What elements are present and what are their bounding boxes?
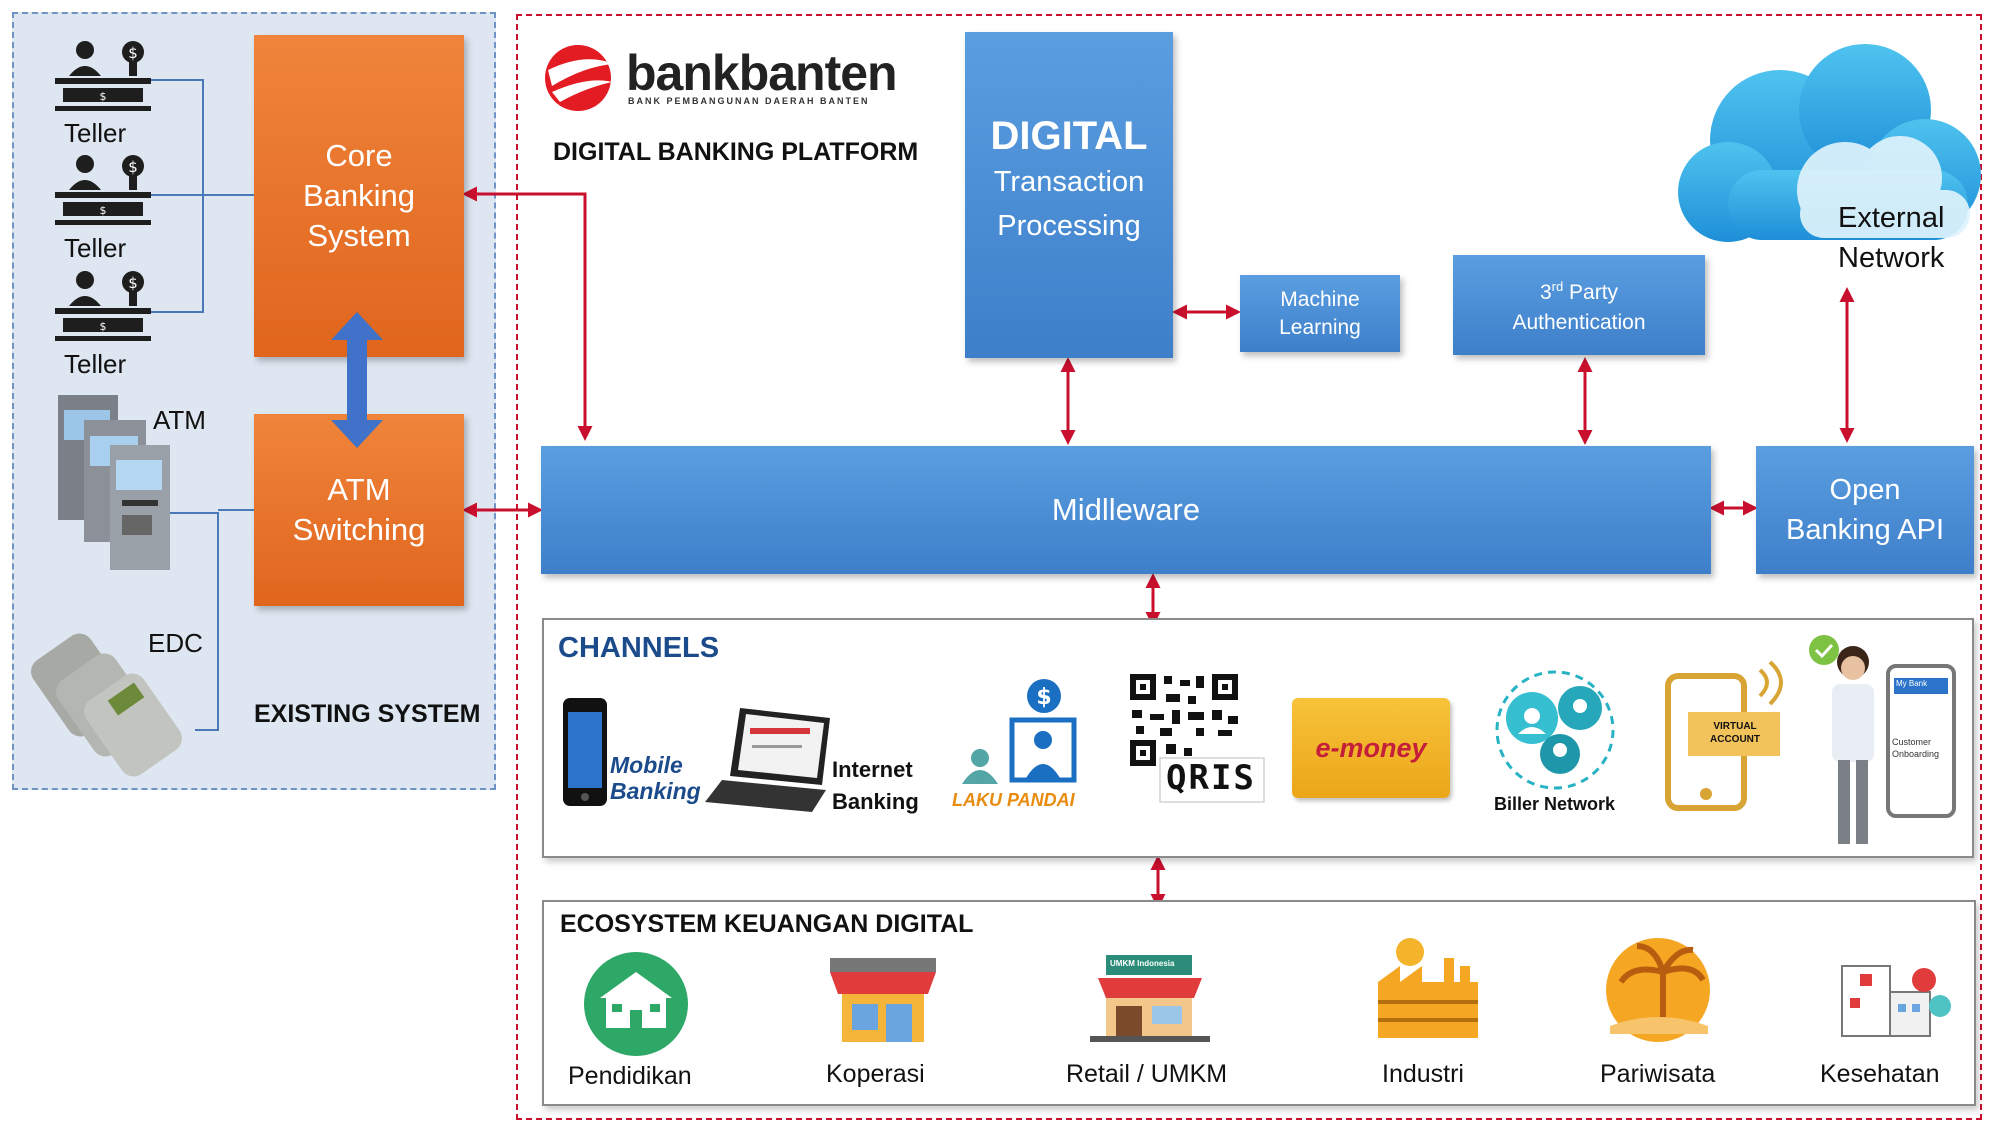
digital-tp-subtitle: Transaction Processing [993,166,1145,242]
eco-label-pariwisata: Pariwisata [1600,1060,1716,1088]
auth-sup: rd [1551,279,1564,294]
qris-label: QRIS [1166,758,1256,798]
external-network-label: External Network [1838,202,1945,274]
eco-label-koperasi: Koperasi [826,1060,925,1088]
channels-title: CHANNELS [558,632,720,664]
eco-label-industri: Industri [1382,1060,1464,1088]
core-to-middleware-arrow [462,186,593,441]
hospital-icon [1841,965,1951,1037]
internet-banking-label: Internet Banking [832,757,919,814]
teller-label: Teller [64,118,127,148]
atm-label: ATM [153,405,206,435]
platform-title: DIGITAL BANKING PLATFORM [553,138,919,166]
svg-text:$: $ [1036,685,1051,710]
brand-tagline: BANK PEMBANGUNAN DAERAH BANTEN [628,96,870,106]
svg-text:$: $ [100,204,107,217]
tourism-palm-icon [1606,938,1710,1042]
edc-terminal-icon [31,633,182,777]
e-money-card[interactable]: e-money [1292,698,1450,798]
e-money-label: e-money [1315,732,1427,763]
svg-text:$: $ [100,90,107,103]
open-banking-api-box[interactable]: Open Banking API [1756,446,1974,574]
koperasi-store-icon [830,958,936,1042]
auth-pre: 3 [1539,281,1552,304]
eco-label-pendidikan: Pendidikan [568,1062,692,1090]
svg-text:$: $ [100,320,107,333]
retail-sign-label: UMKM Indonesia [1110,959,1175,968]
core-banking-system-box[interactable]: Core Banking System [254,35,464,357]
laku-pandai-label: LAKU PANDAI [952,790,1075,810]
teller-label: Teller [64,349,127,379]
eco-label-kesehatan: Kesehatan [1820,1060,1940,1088]
teller-bracket [148,79,254,313]
ecosystem-panel [542,900,1976,1106]
teller-icon: $ $ [55,41,151,111]
eco-label-retail-umkm: Retail / UMKM [1066,1060,1228,1088]
mobile-banking-label: Mobile Banking [610,752,701,804]
digital-platform-frame [516,14,1982,1120]
svg-text:$: $ [128,158,138,176]
teller-icon: $ $ [55,155,151,225]
auth-line2: Authentication [1512,311,1646,334]
teller-icon: $ $ [55,271,151,341]
machine-learning-box[interactable]: Machine Learning [1240,275,1400,352]
third-party-authentication-box[interactable]: 3rd Party Authentication [1453,255,1705,355]
atm-machine-icon [58,395,170,570]
biller-network-label: Biller Network [1494,794,1616,814]
existing-system-title: EXISTING SYSTEM [254,700,481,728]
teller-label: Teller [64,233,127,263]
ecosystem-title: ECOSYSTEM KEUANGAN DIGITAL [560,910,974,938]
middleware-box[interactable]: Midlleware [541,446,1711,574]
customer-onboarding-label: Customer Onboarding [1892,737,1940,759]
virtual-account-label: VIRTUAL ACCOUNT [1710,721,1760,745]
school-icon [584,952,688,1056]
svg-text:$: $ [128,274,138,292]
atm-switching-box[interactable]: ATM Switching [254,414,464,606]
digital-transaction-processing-box[interactable]: DIGITAL Transaction Processing [965,32,1173,358]
onboarding-app-label: My Bank [1896,679,1928,688]
edc-label: EDC [148,628,203,658]
industry-factory-icon [1378,938,1478,1038]
atm-edc-bracket [170,509,254,731]
digital-tp-title: DIGITAL [990,114,1148,158]
brand-name: bankbanten [626,45,898,101]
retail-umkm-store-icon [1090,955,1210,1042]
svg-text:$: $ [128,44,138,62]
auth-post: Party [1563,281,1619,304]
